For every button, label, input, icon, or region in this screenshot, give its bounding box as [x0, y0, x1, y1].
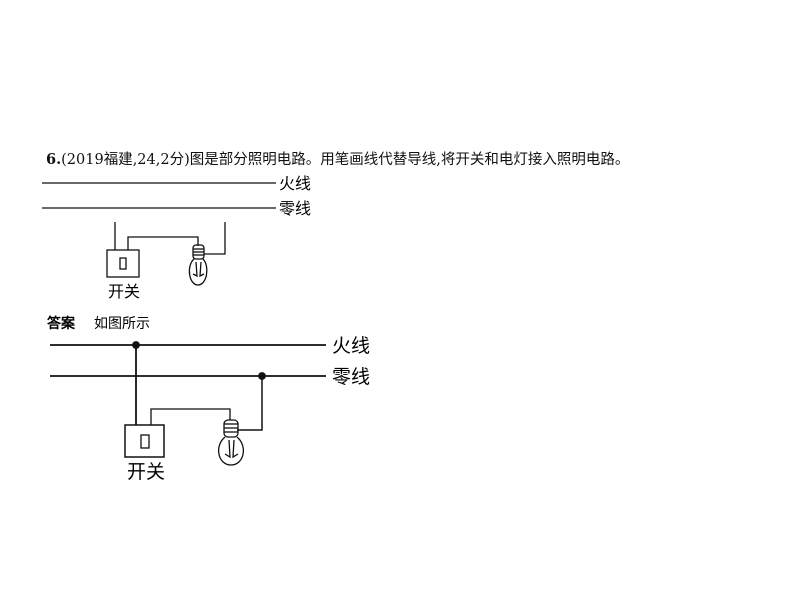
switch-toggle — [140, 434, 150, 449]
neutral-line-label: 零线 — [332, 366, 370, 388]
switch-toggle — [119, 257, 127, 270]
switch-label: 开关 — [127, 461, 165, 483]
bulb-icon — [188, 244, 208, 286]
fire-line-label: 火线 — [332, 335, 370, 357]
question-body: (2019福建,24,2分)图是部分照明电路。用笔画线代替导线,将开关和电灯接入… — [61, 152, 630, 168]
answer-label: 答案 — [47, 315, 76, 332]
question-number: 6. — [46, 151, 62, 168]
fire-line-label: 火线 — [279, 174, 311, 193]
question-text: 6.(2019福建,24,2分)图是部分照明电路。用笔画线代替导线,将开关和电灯… — [46, 148, 629, 169]
wire — [127, 236, 199, 250]
wire — [237, 376, 263, 431]
wire — [150, 408, 231, 425]
answer-text: 如图所示 — [94, 316, 150, 332]
question-circuit — [42, 182, 276, 286]
wire — [204, 222, 226, 255]
bulb-icon — [217, 419, 245, 466]
neutral-line-label: 零线 — [279, 199, 311, 218]
switch-icon — [106, 249, 140, 278]
switch-icon — [124, 424, 165, 458]
answer-circuit — [50, 341, 326, 466]
switch-label: 开关 — [108, 282, 140, 301]
